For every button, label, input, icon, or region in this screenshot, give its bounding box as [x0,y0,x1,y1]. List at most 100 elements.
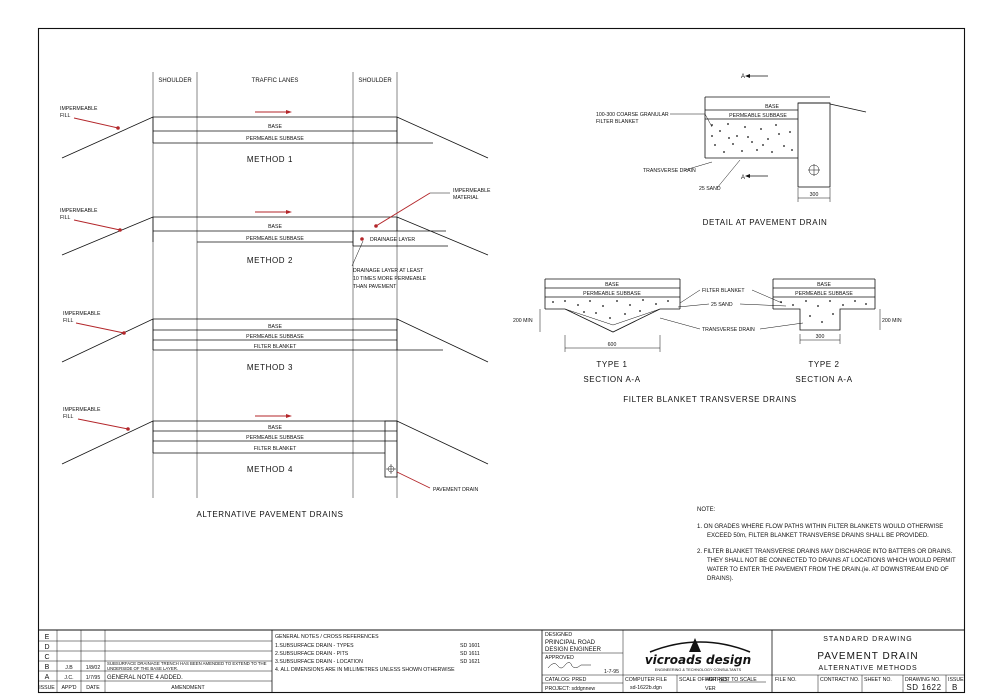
svg-text:FILL: FILL [63,414,73,420]
svg-text:A: A [741,74,745,80]
method-3-title: METHOD 3 [247,363,293,372]
svg-text:IMPERMEABLE: IMPERMEABLE [63,407,101,413]
label-traffic-lanes: TRAFFIC LANES [252,78,299,84]
svg-text:SECTION A-A: SECTION A-A [795,375,852,384]
svg-text:10 TIMES MORE PERMEABLE: 10 TIMES MORE PERMEABLE [353,276,427,282]
svg-text:BASE: BASE [605,282,619,288]
svg-text:ISSUE: ISSUE [39,685,55,691]
svg-text:300: 300 [816,334,825,340]
detail-title: DETAIL AT PAVEMENT DRAIN [703,218,828,227]
svg-text:EXCEED 50m, FILTER BLANKET TRA: EXCEED 50m, FILTER BLANKET TRANSVERSE DR… [707,533,929,539]
svg-text:FILTER BLANKET: FILTER BLANKET [254,344,297,350]
svg-text:BASE: BASE [765,104,779,110]
gravel-dots-detail [711,123,793,153]
svg-text:CATALOG: PRED: CATALOG: PRED [545,677,587,683]
svg-text:THAN PAVEMENT: THAN PAVEMENT [353,284,397,290]
type-1-section: BASE PERMEABLE SUBBASE 200 MIN 600 TYPE … [513,278,681,384]
svg-text:sd-1622b.dgn: sd-1622b.dgn [630,685,662,691]
method-1: BASE PERMEABLE SUBBASE IMPERMEABLE FILL … [60,106,489,164]
svg-text:NOTE:: NOTE: [697,507,716,513]
method-1-title: METHOD 1 [247,155,293,164]
svg-text:SECTION A-A: SECTION A-A [583,375,640,384]
sheet-border [37,27,966,694]
svg-text:ALTERNATIVE METHODS: ALTERNATIVE METHODS [819,665,918,672]
svg-text:WATER TO ENTER THE PAVEMENT FR: WATER TO ENTER THE PAVEMENT FROM THE DRA… [707,567,949,573]
svg-text:200 MIN: 200 MIN [513,318,533,324]
svg-text:TRANSVERSE DRAIN: TRANSVERSE DRAIN [702,327,755,333]
title-block: E D C B J.B 1/8/02 SUBSURFACE DRAINAGE T… [38,629,965,692]
svg-text:E: E [45,634,50,641]
svg-text:PERMEABLE SUBBASE: PERMEABLE SUBBASE [246,334,304,340]
svg-text:FILL: FILL [63,318,73,324]
method-4-title: METHOD 4 [247,465,293,474]
svg-text:FILE NO.: FILE NO. [775,677,797,683]
svg-text:DESIGNED: DESIGNED [545,632,572,638]
svg-text:PERMEABLE SUBBASE: PERMEABLE SUBBASE [246,435,304,441]
svg-text:SCALE OF METRES: SCALE OF METRES [679,677,728,683]
svg-text:C: C [44,654,49,661]
svg-text:200 MIN: 200 MIN [882,318,902,324]
svg-text:BASE: BASE [817,282,831,288]
svg-text:TYPE 2: TYPE 2 [808,360,839,369]
svg-text:BASE: BASE [268,224,282,230]
svg-text:25 SAND: 25 SAND [711,302,733,308]
label-shoulder-right: SHOULDER [358,78,392,84]
svg-text:A: A [45,674,50,681]
svg-text:SD 1611: SD 1611 [460,651,480,657]
svg-text:IMPERMEABLE: IMPERMEABLE [63,311,101,317]
impermeable-fill-label-1: IMPERMEABLE [60,106,98,112]
svg-text:4. ALL DIMENSIONS ARE IN MILLI: 4. ALL DIMENSIONS ARE IN MILLIMETRES UNL… [275,667,455,673]
svg-text:SD 1622: SD 1622 [906,683,941,692]
svg-text:DRAINAGE LAYER: DRAINAGE LAYER [370,237,415,243]
svg-text:BASE: BASE [268,425,282,431]
svg-text:FILTER BLANKET: FILTER BLANKET [254,446,297,452]
svg-text:VER: VER [705,686,716,692]
svg-text:PERMEABLE SUBBASE: PERMEABLE SUBBASE [246,236,304,242]
method-2-title: METHOD 2 [247,256,293,265]
svg-text:PRINCIPAL ROAD: PRINCIPAL ROAD [545,640,596,646]
svg-text:SD 1621: SD 1621 [460,659,480,665]
svg-text:SUBSURFACE DRAINAGE TRENCH HAS: SUBSURFACE DRAINAGE TRENCH HAS BEEN AMEN… [107,661,267,666]
svg-text:PAVEMENT DRAIN: PAVEMENT DRAIN [433,487,479,493]
svg-text:A: A [741,175,745,181]
svg-text:SHEET NO.: SHEET NO. [864,677,892,683]
svg-text:FILTER BLANKET: FILTER BLANKET [596,119,639,125]
svg-text:BASE: BASE [268,124,282,130]
svg-text:1/8/02: 1/8/02 [86,665,101,671]
type-2-section: BASE PERMEABLE SUBBASE 200 MIN 300 TYPE … [772,278,902,384]
svg-text:FILL: FILL [60,215,70,221]
svg-text:3.SUBSURFACE DRAIN - LOCATION: 3.SUBSURFACE DRAIN - LOCATION [275,659,363,665]
svg-text:DRAWING NO.: DRAWING NO. [905,677,941,683]
svg-text:300: 300 [810,192,819,198]
svg-text:DRAINS).: DRAINS). [707,576,734,582]
svg-text:GENERAL NOTE 4 ADDED.: GENERAL NOTE 4 ADDED. [107,675,183,681]
svg-text:ISSUE: ISSUE [948,677,964,683]
method-2: BASE PERMEABLE SUBBASE DRAINAGE LAYER IM… [60,188,491,290]
svg-text:PERMEABLE SUBBASE: PERMEABLE SUBBASE [729,113,787,119]
svg-text:2. FILTER BLANKET TRANSVERSE: 2. FILTER BLANKET TRANSVERSE DRAINS MAY … [697,549,953,555]
detail-pavement-drain: A BASE PERMEABLE SUBBASE 100-300 COARSE … [596,74,867,227]
svg-text:FILL: FILL [60,113,70,119]
notes: NOTE: 1. ON GRADES WHERE FLOW PATHS WITH… [697,507,956,582]
svg-text:COMPUTER FILE: COMPUTER FILE [625,677,668,683]
filter-blanket-title: FILTER BLANKET TRANSVERSE DRAINS [623,395,796,404]
filter-blanket-drains: BASE PERMEABLE SUBBASE 200 MIN 600 TYPE … [513,278,902,404]
svg-text:PERMEABLE SUBBASE: PERMEABLE SUBBASE [795,291,853,297]
svg-text:UNDERSIDE OF THE BASE LAYER.: UNDERSIDE OF THE BASE LAYER. [107,666,178,671]
svg-text:1.SUBSURFACE DRAIN - TYPES: 1.SUBSURFACE DRAIN - TYPES [275,643,354,649]
vicroads-logo: vicroads design ENGINEERING & TECHNOLOGY… [645,638,751,672]
svg-text:PERMEABLE SUBBASE: PERMEABLE SUBBASE [583,291,641,297]
svg-text:D: D [44,644,49,651]
svg-text:SD 1601: SD 1601 [460,643,480,649]
svg-text:STANDARD DRAWING: STANDARD DRAWING [823,636,913,643]
svg-text:APPROVED: APPROVED [545,655,574,661]
method-4: BASE PERMEABLE SUBBASE FILTER BLANKET IM… [61,407,489,493]
svg-text:AMENDMENT: AMENDMENT [171,685,205,691]
svg-text:MATERIAL: MATERIAL [453,195,479,201]
svg-text:J.B: J.B [65,665,73,671]
svg-text:2.SUBSURFACE DRAIN - PITS: 2.SUBSURFACE DRAIN - PITS [275,651,349,657]
svg-text:J.C.: J.C. [64,675,73,681]
svg-text:APP'D: APP'D [61,685,76,691]
svg-text:PERMEABLE SUBBASE: PERMEABLE SUBBASE [246,136,304,142]
